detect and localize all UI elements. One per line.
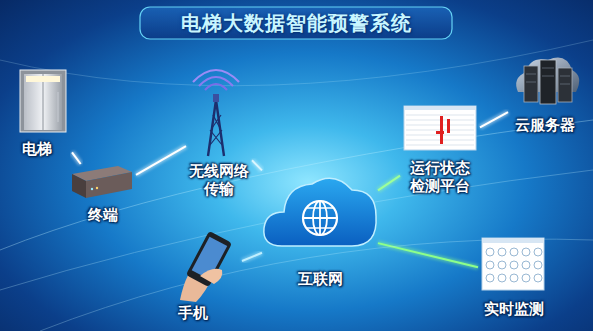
node-label: 云服务器	[515, 116, 575, 134]
connector-line	[242, 253, 262, 261]
icon-node: 终端	[70, 164, 136, 224]
connector-glow	[480, 112, 508, 127]
diagram-title: 电梯大数据智能预警系统	[181, 10, 412, 37]
node-label: 电梯	[22, 140, 52, 158]
monitor-screen	[482, 238, 544, 290]
connector-line	[480, 112, 508, 127]
connector-glow	[72, 152, 81, 164]
icon-node: 电梯	[12, 66, 72, 158]
connector-core	[242, 253, 262, 261]
connector-core	[378, 176, 400, 191]
node-label: 终端	[88, 206, 118, 224]
connector-core	[136, 146, 186, 175]
node-label: 运行状态检测平台	[407, 159, 473, 195]
connector-glow	[252, 160, 262, 170]
connector-line	[72, 152, 81, 164]
node-label: 互联网	[298, 270, 343, 288]
connector-core	[252, 160, 262, 170]
icon-node: 互联网	[262, 170, 378, 288]
title-box: 电梯大数据智能预警系统	[140, 7, 452, 39]
light-streak	[0, 40, 593, 331]
icon-node: 手机	[174, 228, 242, 322]
connector-core	[72, 152, 81, 164]
connector-line	[252, 160, 262, 170]
connector-glow	[242, 253, 262, 261]
connector-line	[136, 146, 186, 175]
platform-screen	[404, 106, 476, 150]
connector-glow	[136, 146, 186, 175]
server-icon	[516, 58, 579, 104]
connector-line	[378, 176, 400, 191]
terminal-device	[72, 166, 132, 198]
internet-cloud	[264, 178, 376, 246]
connector-glow	[378, 176, 400, 191]
node-label: 实时监测	[484, 300, 544, 318]
icon-node: 无线网络传输	[186, 56, 252, 198]
node-label: 手机	[178, 304, 208, 322]
icon-node: 实时监测	[478, 234, 550, 318]
title-band	[140, 7, 452, 39]
signal-tower	[193, 70, 239, 156]
elevator-icon	[20, 70, 66, 132]
connector-core	[480, 112, 508, 127]
mobile-phone	[180, 231, 232, 302]
node-label: 无线网络传输	[187, 162, 251, 198]
icon-node: 云服务器	[508, 50, 582, 134]
icon-node: 运行状态检测平台	[400, 103, 480, 195]
